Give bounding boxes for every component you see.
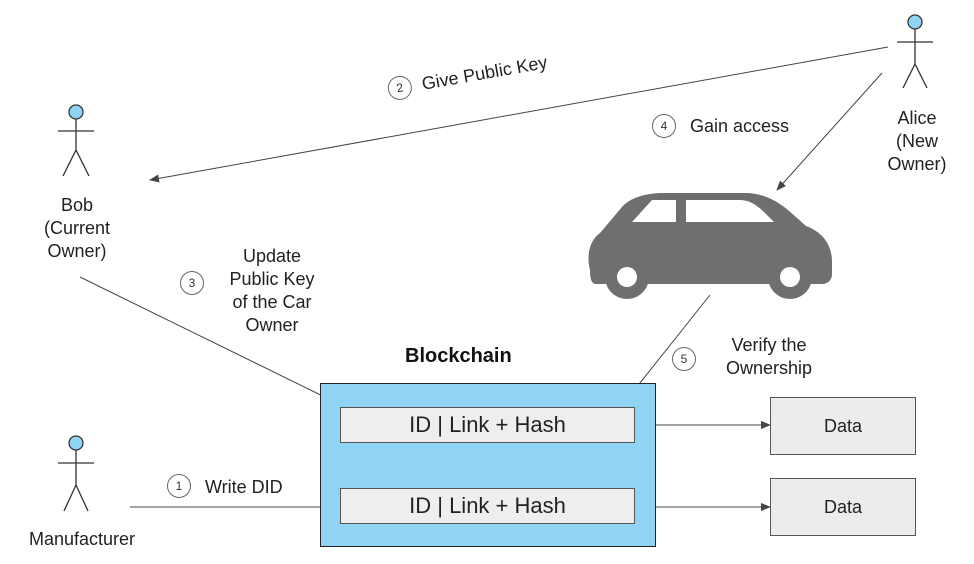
step-2-number: 2 bbox=[385, 74, 414, 102]
step-3-label: Update Public Key of the Car Owner bbox=[222, 245, 322, 337]
step-3-line3: of the Car bbox=[232, 292, 312, 312]
step-1-number: 1 bbox=[167, 474, 191, 498]
manufacturer-stick-figure-icon bbox=[58, 435, 94, 512]
alice-label-line3: Owner) bbox=[887, 154, 947, 174]
alice-label: Alice (New Owner) bbox=[880, 107, 954, 176]
data-box-1: Data bbox=[770, 397, 916, 455]
alice-label-line1: Alice bbox=[897, 108, 937, 128]
data-box-2: Data bbox=[770, 478, 916, 536]
step-3-line4: Owner bbox=[245, 315, 299, 335]
blockchain-title: Blockchain bbox=[405, 345, 512, 367]
step-3-line2: Public Key bbox=[229, 269, 315, 289]
bob-label-line2: (Current bbox=[43, 218, 110, 238]
blockchain-record-1: ID | Link + Hash bbox=[340, 407, 635, 443]
bob-label-line1: Bob bbox=[60, 195, 94, 215]
step-4-number: 4 bbox=[652, 114, 676, 138]
manufacturer-label: Manufacturer bbox=[29, 529, 136, 549]
step-1-label: Write DID bbox=[205, 477, 283, 497]
step-3-line1: Update bbox=[242, 246, 302, 266]
bob-label: Bob (Current Owner) bbox=[32, 194, 122, 263]
blockchain-record-2: ID | Link + Hash bbox=[340, 488, 635, 524]
step-5-line2: Ownership bbox=[725, 358, 813, 378]
step-3-number: 3 bbox=[180, 271, 204, 295]
step-5-number: 5 bbox=[672, 347, 696, 371]
step-5-label: Verify the Ownership bbox=[716, 334, 822, 380]
step-5-line1: Verify the bbox=[731, 335, 807, 355]
arrow-gain-access bbox=[776, 72, 883, 191]
alice-label-line2: (New bbox=[895, 131, 938, 151]
alice-stick-figure-icon bbox=[897, 14, 933, 89]
bob-label-line3: Owner) bbox=[47, 241, 107, 261]
bob-stick-figure-icon bbox=[58, 104, 94, 177]
step-4-label: Gain access bbox=[690, 116, 790, 136]
arrow-give-public-key bbox=[149, 46, 889, 183]
car-icon bbox=[588, 193, 832, 299]
arrow-update-public-key bbox=[79, 276, 342, 406]
